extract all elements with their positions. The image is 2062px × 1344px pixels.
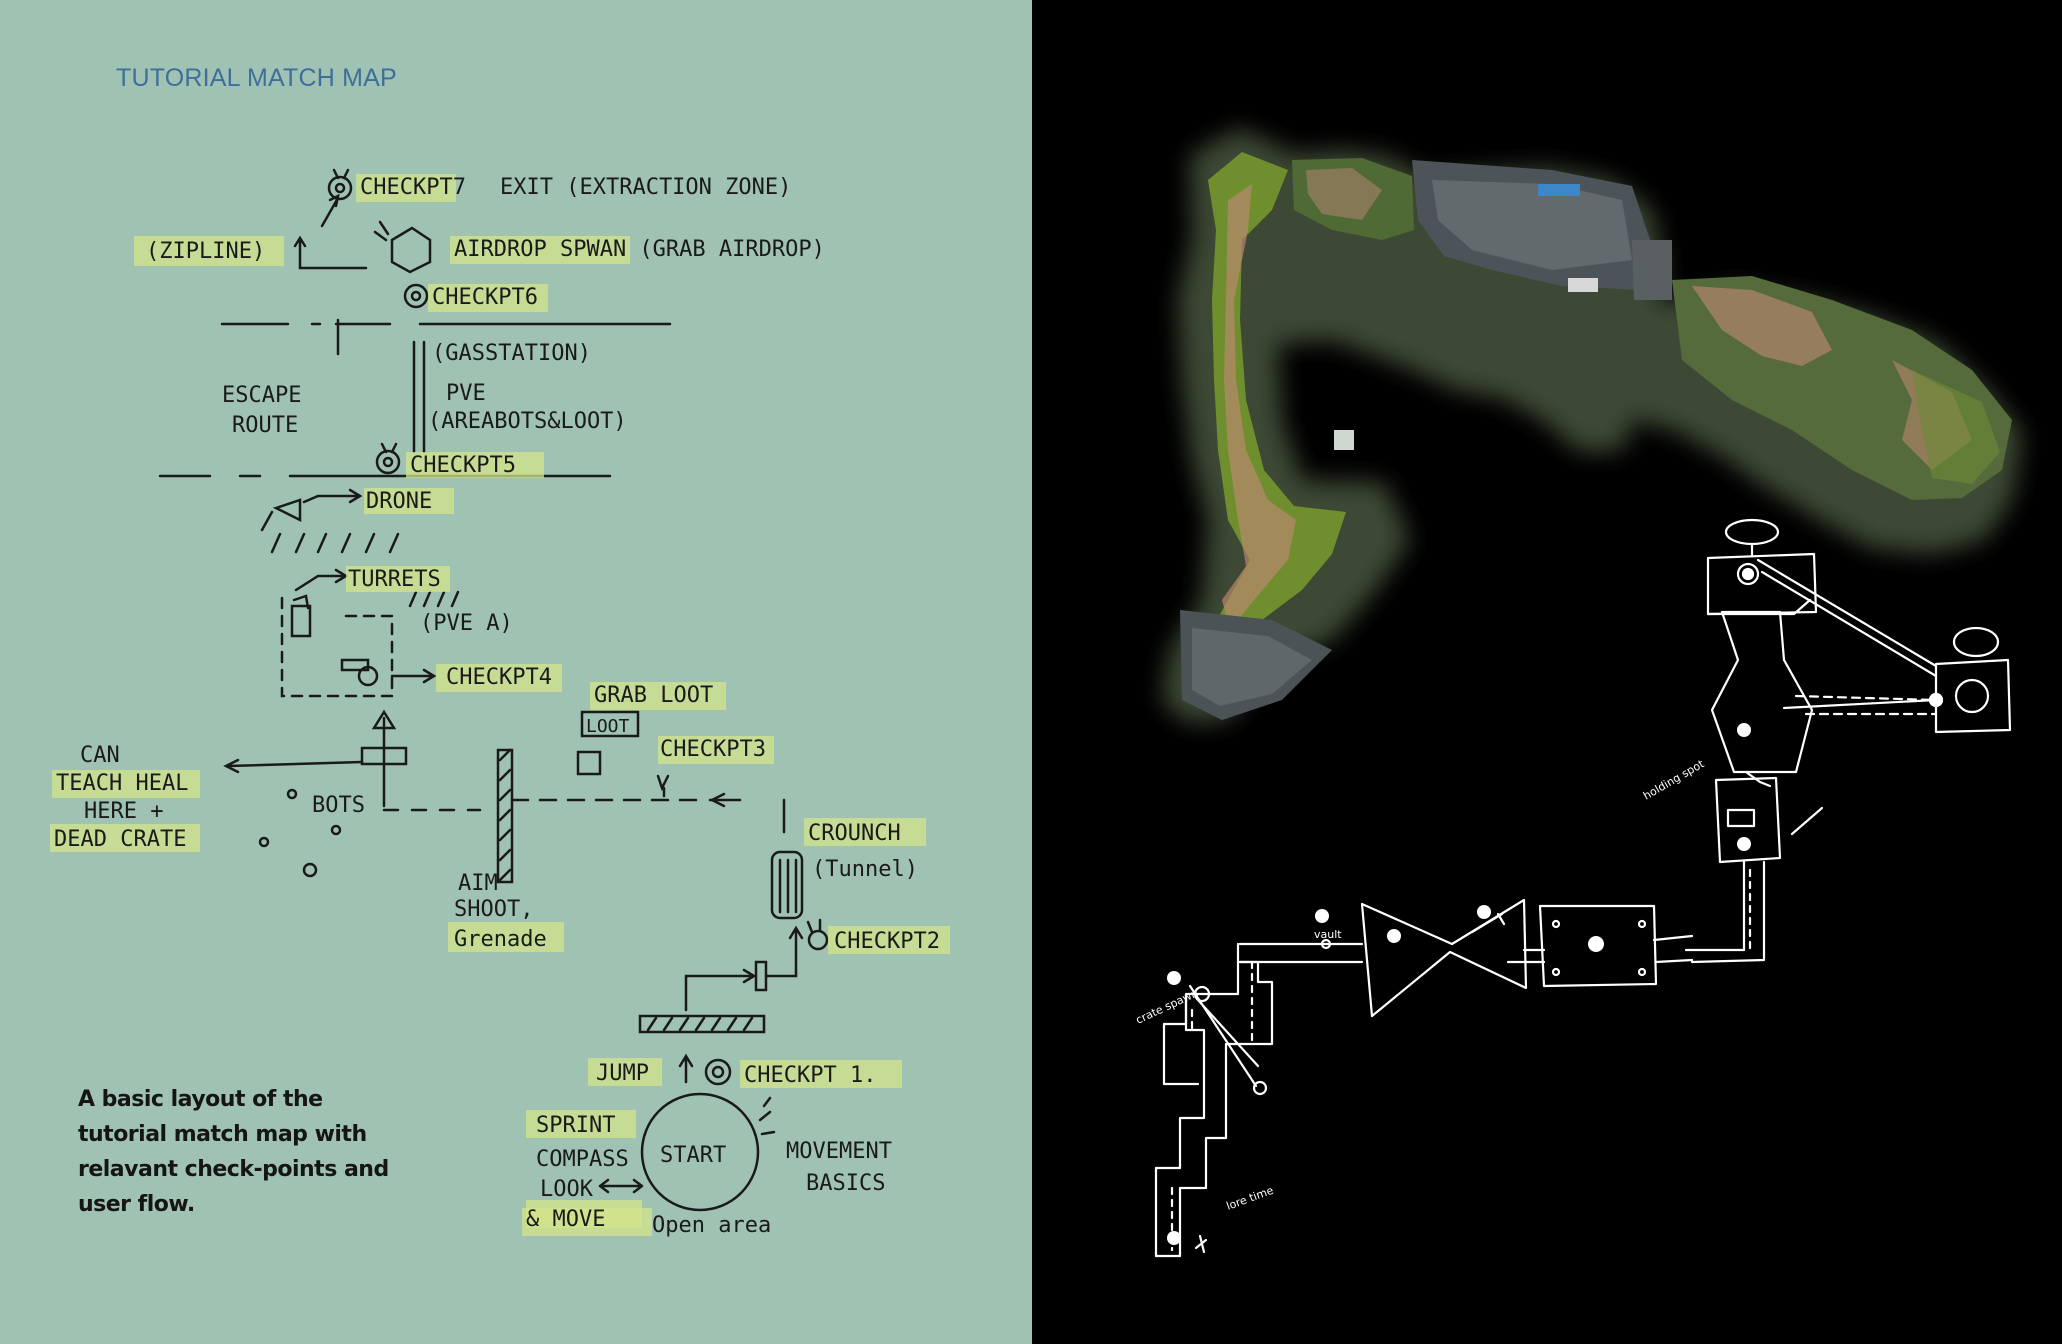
label-can-1: CAN xyxy=(80,743,120,768)
note-crate-spawn: crate spawn xyxy=(1134,986,1201,1026)
terrain-map xyxy=(1162,128,2022,722)
sketch-panel: TUTORIAL MATCH MAP A basic layout of the… xyxy=(0,0,1032,1344)
label-gasstation: (GASSTATION) xyxy=(432,341,591,366)
hand-drawn-flow-sketch: CHECKPT7 EXIT (EXTRACTION ZONE) (ZIPLINE… xyxy=(0,0,1032,1344)
label-loot: LOOT xyxy=(586,716,630,737)
note-holding-spot: holding spot xyxy=(1641,757,1707,803)
label-jump: JUMP xyxy=(596,1061,649,1086)
label-aim-2: SHOOT, xyxy=(454,897,533,922)
label-look: LOOK xyxy=(540,1177,594,1202)
label-checkpt7: CHECKPT7 xyxy=(360,175,466,200)
label-checkpt6: CHECKPT6 xyxy=(432,285,538,310)
label-movement-2: BASICS xyxy=(806,1171,885,1196)
label-escape-2: ROUTE xyxy=(232,413,298,438)
label-checkpt1: CHECKPT 1. xyxy=(744,1063,876,1088)
label-turrets: TURRETS xyxy=(348,567,441,592)
note-vault: vault xyxy=(1314,928,1342,941)
label-checkpt5: CHECKPT5 xyxy=(410,453,516,478)
label-checkpt3: CHECKPT3 xyxy=(660,737,766,762)
label-bots: BOTS xyxy=(312,793,365,818)
note-lore-time: lore time xyxy=(1225,1184,1276,1213)
label-checkpt2: CHECKPT2 xyxy=(834,929,940,954)
label-crounch: CROUNCH xyxy=(808,821,901,846)
label-aim-3: Grenade xyxy=(454,927,547,952)
label-zipline: (ZIPLINE) xyxy=(146,239,265,264)
label-checkpt4: CHECKPT4 xyxy=(446,665,552,690)
label-sprint: SPRINT xyxy=(536,1113,615,1138)
label-move: & MOVE xyxy=(526,1207,605,1232)
map-panel: vault crate spawn holding spot lore time xyxy=(1032,0,2062,1344)
label-can-3: HERE + xyxy=(84,799,163,824)
label-pvea: (PVE A) xyxy=(420,611,513,636)
label-areabots: (AREABOTS&LOOT) xyxy=(428,409,627,434)
label-grab-loot: GRAB LOOT xyxy=(594,683,713,708)
label-exit: EXIT (EXTRACTION ZONE) xyxy=(500,175,791,200)
label-aim-1: AIM xyxy=(458,871,498,896)
label-tunnel: (Tunnel) xyxy=(812,857,918,882)
label-movement-1: MOVEMENT xyxy=(786,1139,892,1164)
label-escape-1: ESCAPE xyxy=(222,383,301,408)
label-start: START xyxy=(660,1143,726,1168)
label-can-4: DEAD CRATE xyxy=(54,827,186,852)
label-airdrop: AIRDROP SPWAN (GRAB AIRDROP) xyxy=(454,237,825,262)
label-compass: COMPASS xyxy=(536,1147,629,1172)
label-drone: DRONE xyxy=(366,489,432,514)
label-can-2: TEACH HEAL xyxy=(56,771,188,796)
label-pve: PVE xyxy=(446,381,486,406)
label-open-area: Open area xyxy=(652,1213,771,1238)
map-illustration: vault crate spawn holding spot lore time xyxy=(1032,0,2062,1344)
